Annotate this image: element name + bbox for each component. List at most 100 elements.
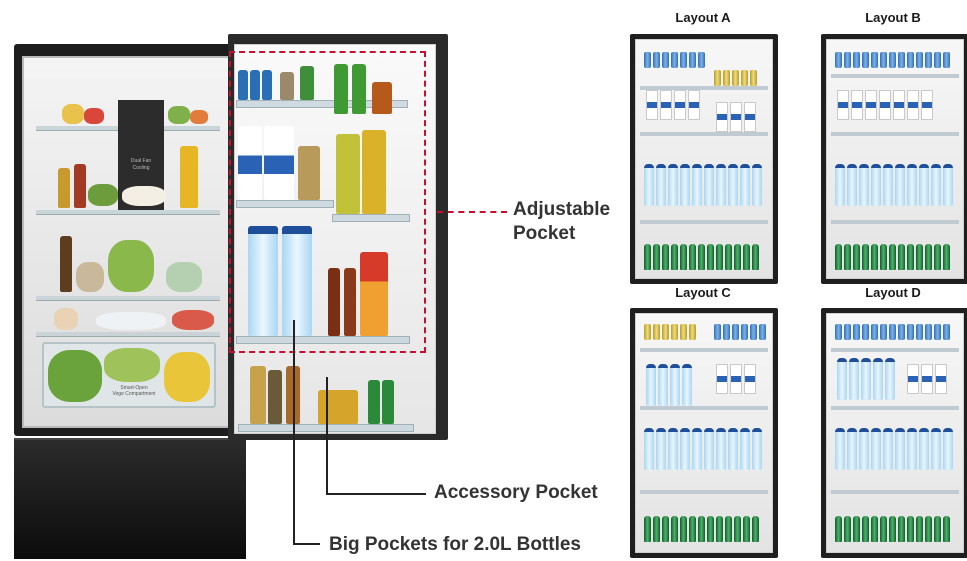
water-bottle: [943, 164, 953, 206]
dual-fan-text: Dual Fan Cooling: [118, 158, 164, 172]
water-bottle: [873, 358, 883, 400]
carton: [660, 90, 672, 120]
juice-jug: [180, 146, 198, 208]
mini-shelf: [640, 406, 768, 410]
panel-text-line: Dual Fan: [130, 158, 152, 164]
water-bottle: [895, 164, 905, 206]
cake: [122, 186, 166, 206]
water-bottle: [835, 164, 845, 206]
box: [318, 390, 358, 424]
jar: [298, 146, 320, 200]
carton-row: [716, 102, 756, 132]
green-bottle: [743, 516, 750, 542]
adjustable-pocket-leader: [437, 211, 507, 213]
can: [916, 52, 923, 68]
carton-row: [837, 90, 933, 120]
juice-carton: [360, 252, 388, 336]
bottle: [60, 236, 72, 292]
food-item: [190, 110, 208, 124]
can-row: [835, 324, 950, 340]
food-item: [62, 104, 84, 124]
carton: [716, 364, 728, 394]
water-bottle: [847, 164, 857, 206]
can: [835, 324, 842, 340]
panel-text-line: Cooling: [132, 165, 150, 171]
mini-shelf: [640, 490, 768, 494]
water-bottle: [943, 428, 953, 470]
green-bottle: [871, 516, 878, 542]
can: [698, 52, 705, 68]
fridge-shelf: [36, 332, 220, 337]
can: [671, 324, 678, 340]
mini-shelf: [831, 490, 959, 494]
green-bottle: [644, 244, 651, 270]
bottle: [58, 168, 70, 208]
water-bottle: [692, 164, 702, 206]
green-bottle: [853, 244, 860, 270]
food-item: [76, 262, 104, 292]
can: [943, 52, 950, 68]
green-bottle: [934, 516, 941, 542]
food-item: [84, 108, 104, 124]
green-bottle: [898, 244, 905, 270]
carton: [730, 364, 742, 394]
water-bottle: [668, 164, 678, 206]
can: [871, 52, 878, 68]
can: [750, 324, 757, 340]
carton: [851, 90, 863, 120]
can: [653, 52, 660, 68]
bottle: [74, 164, 86, 208]
water-bottle: [752, 164, 762, 206]
water-bottle: [716, 164, 726, 206]
water-bottle: [658, 364, 668, 406]
water-bottle: [680, 164, 690, 206]
can-row: [714, 324, 766, 340]
vegetables: [48, 350, 102, 402]
can: [759, 324, 766, 340]
carton: [730, 102, 742, 132]
food-item: [172, 310, 214, 330]
bottle-row: [644, 164, 762, 206]
can: [880, 324, 887, 340]
jar: [268, 370, 282, 424]
green-bottle: [916, 516, 923, 542]
water-bottle: [692, 428, 702, 470]
can: [925, 52, 932, 68]
milk-carton: [238, 126, 262, 200]
can: [644, 52, 651, 68]
bottle: [334, 64, 348, 114]
can: [653, 324, 660, 340]
bottle-row: [644, 428, 762, 470]
can-row: [835, 52, 950, 68]
water-bottle-2l: [282, 226, 312, 336]
can: [889, 52, 896, 68]
water-bottle-2l: [248, 226, 278, 336]
water-bottle: [752, 428, 762, 470]
food-tray: [96, 312, 166, 330]
green-bottle: [671, 244, 678, 270]
can: [934, 324, 941, 340]
can: [871, 324, 878, 340]
can: [898, 52, 905, 68]
bottle-row: [835, 428, 953, 470]
label-line: Pocket: [513, 223, 576, 244]
sauce-bottle: [328, 268, 340, 336]
can: [741, 70, 748, 86]
water-bottle: [728, 428, 738, 470]
carton: [921, 90, 933, 120]
carton: [865, 90, 877, 120]
carton: [837, 90, 849, 120]
green-bottle: [916, 244, 923, 270]
can: [680, 324, 687, 340]
can: [723, 70, 730, 86]
can-row: [714, 70, 757, 86]
green-bottle: [880, 516, 887, 542]
water-bottle: [682, 364, 692, 406]
can: [238, 70, 248, 100]
green-bottle: [698, 244, 705, 270]
can: [723, 324, 730, 340]
green-bottle: [689, 516, 696, 542]
can: [689, 52, 696, 68]
water-bottle: [849, 358, 859, 400]
bottle-row: [837, 358, 895, 400]
